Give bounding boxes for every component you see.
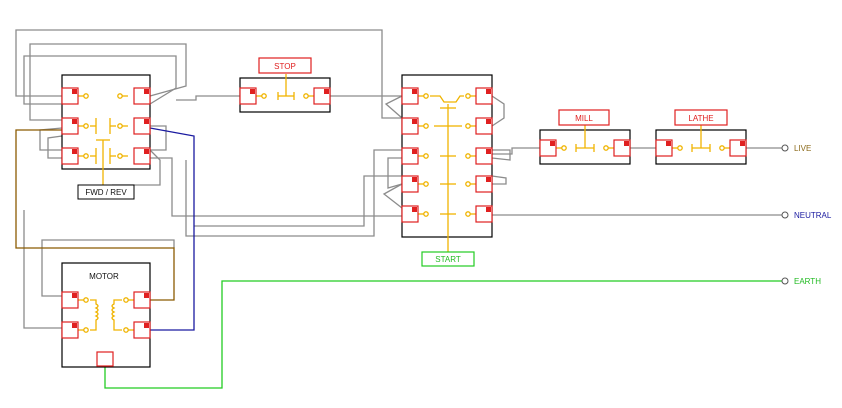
bus-neutral: NEUTRAL: [781, 211, 832, 220]
terminal-icon: [61, 291, 151, 367]
bus-live: LIVE: [781, 144, 811, 153]
start-label: START: [435, 255, 461, 264]
terminal-icon: [239, 87, 331, 105]
blue-wire: [149, 127, 195, 331]
bus-earth: EARTH: [781, 277, 821, 286]
live-label: LIVE: [794, 144, 811, 153]
terminal-icon: [61, 87, 151, 165]
mill-label: MILL: [575, 114, 593, 123]
bus-terminal-icon: [781, 277, 789, 285]
terminal-icon: [655, 139, 747, 157]
motor: MOTOR: [61, 262, 151, 368]
stop-label: STOP: [274, 62, 296, 71]
terminal-icon: [401, 87, 493, 223]
earth-label: EARTH: [794, 277, 821, 286]
mill-switch: MILL: [539, 109, 631, 165]
fwd-rev-label-box: FWD / REV: [77, 184, 135, 200]
grey-wires: [15, 29, 782, 329]
stop-switch: STOP: [239, 57, 331, 113]
neutral-label: NEUTRAL: [794, 211, 832, 220]
lathe-label: LATHE: [688, 114, 713, 123]
green-earth-wire: [104, 280, 782, 389]
fwd-rev-switch: [61, 74, 151, 185]
bus-terminal-icon: [781, 211, 789, 219]
bus-terminal-icon: [781, 144, 789, 152]
start-contactor: START: [401, 74, 493, 267]
motor-label: MOTOR: [89, 272, 119, 281]
lathe-switch: LATHE: [655, 109, 747, 165]
terminal-icon: [539, 139, 631, 157]
fwd-rev-label: FWD / REV: [85, 188, 127, 197]
brown-wire: [15, 129, 175, 301]
